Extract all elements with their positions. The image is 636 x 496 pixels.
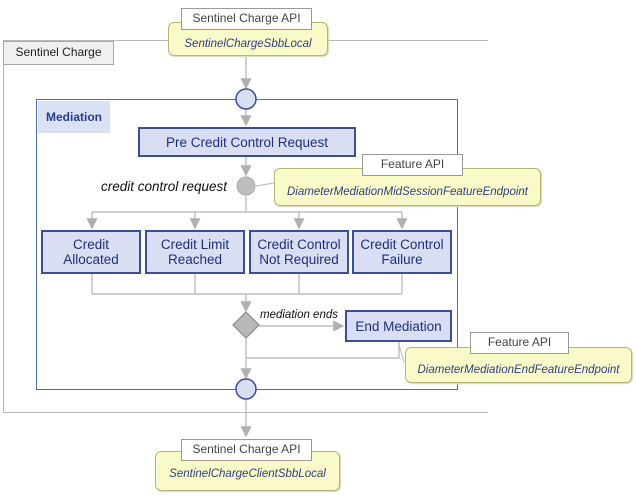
start-node [235, 88, 257, 110]
feature-end-label: Feature API [470, 332, 569, 354]
state-credit-allocated: Credit Allocated [41, 230, 141, 274]
state-pre-credit-control-request: Pre Credit Control Request [138, 127, 356, 157]
decision-node [236, 176, 256, 196]
bottom-api-label: Sentinel Charge API [181, 439, 312, 461]
merge-diamond [232, 311, 260, 339]
edge-end-loop [246, 342, 400, 359]
state-credit-limit-reached: Credit Limit Reached [145, 230, 245, 274]
feature-mid-label: Feature API [362, 154, 463, 176]
note-credit-control-request: credit control request [101, 179, 228, 194]
top-api-label: Sentinel Charge API [181, 8, 312, 30]
mediation-title: Mediation [38, 101, 110, 133]
state-end-mediation: End Mediation [345, 310, 452, 342]
final-node [235, 378, 257, 400]
state-credit-control-failure: Credit Control Failure [352, 230, 452, 274]
state-credit-control-not-required: Credit Control Not Required [249, 230, 349, 274]
feature-mid-interface: DiameterMediationMidSessionFeatureEndpoi… [274, 168, 541, 206]
edge-mid-api-to-decision [255, 182, 275, 187]
edge-end-api-to-end [398, 344, 405, 363]
sentinel-charge-title: Sentinel Charge [3, 41, 114, 65]
note-mediation-ends: mediation ends [260, 309, 338, 321]
